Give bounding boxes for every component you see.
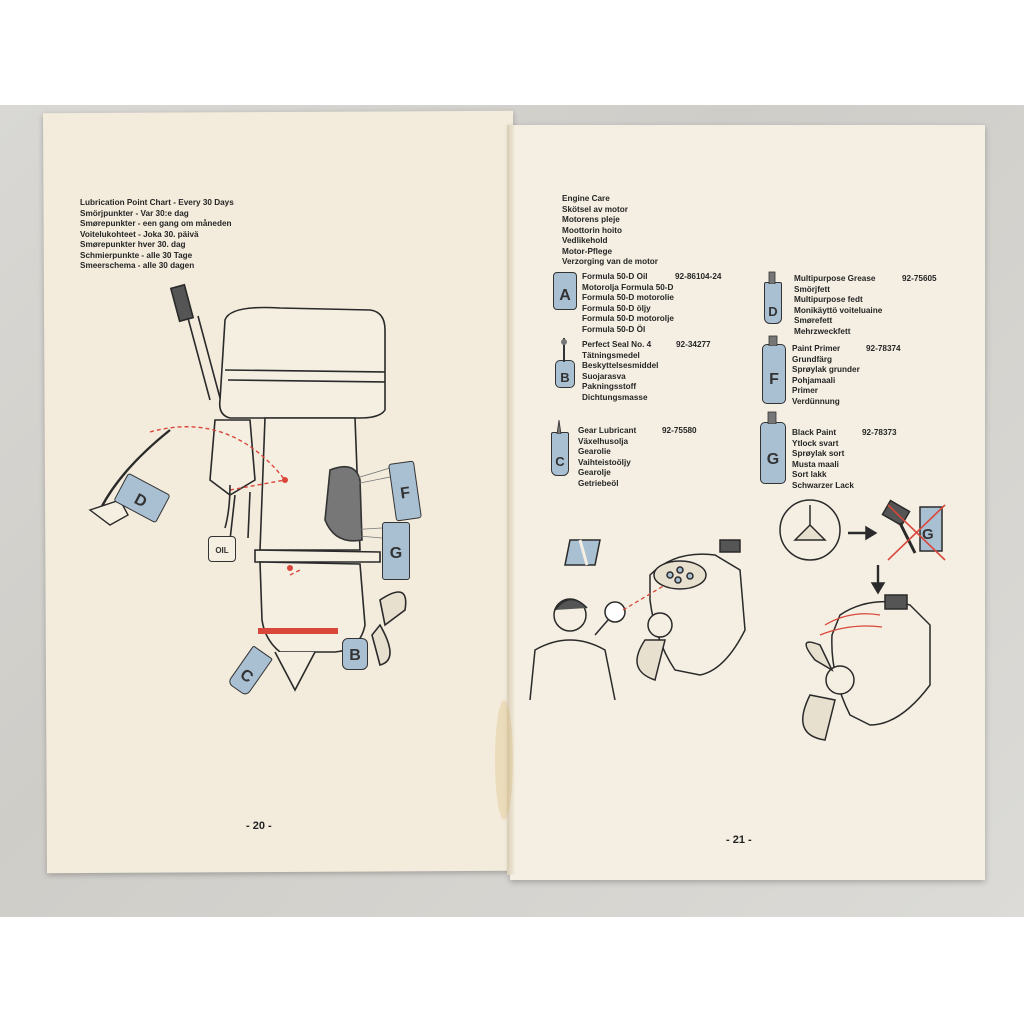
lubrication-heading: Lubrication Point Chart - Every 30 Days … <box>80 198 234 272</box>
tube-cap-icon <box>768 271 776 284</box>
brush-applicator-icon <box>561 338 567 362</box>
seal-can-b: B <box>555 360 575 388</box>
spray-nozzle-icon <box>768 335 778 346</box>
product-line: Multipurpose Grease <box>794 274 876 283</box>
product-line: Monikäyttö voiteluaine <box>794 305 883 315</box>
heading-line: Moottorin hoito <box>562 225 623 235</box>
heading-line: Skötsel av motor <box>562 204 628 214</box>
heading-line: Smeerschema - alle 30 dagen <box>80 261 195 270</box>
oil-can-a: A <box>553 272 577 310</box>
can-letter: B <box>349 647 361 664</box>
spray-can-f: F <box>762 344 786 404</box>
product-line: Formula 50-D motorolje <box>582 314 674 323</box>
heading-line: Smörjpunkter - Var 30:e dag <box>80 208 189 218</box>
product-line: Sort lakk <box>792 470 827 479</box>
product-line: Smørefett <box>794 316 833 325</box>
product-code-c: 92-75580 <box>662 426 697 435</box>
product-line: Perfect Seal No. 4 <box>582 340 652 349</box>
heading-line: Engine Care <box>562 194 610 203</box>
product-code-a: 92-86104-24 <box>675 272 722 281</box>
product-line: Ytlock svart <box>792 438 839 448</box>
product-line: Sprøylak grunder <box>792 365 860 374</box>
heading-line: Schmierpunkte - alle 30 Tage <box>80 250 193 260</box>
product-line: Formula 50-D Öl <box>582 324 646 334</box>
product-a-text: Formula 50-D Oil Motorolja Formula 50-D … <box>582 272 674 335</box>
oil-label: OIL <box>215 546 229 555</box>
gear-lube-tube-c: C <box>551 432 569 476</box>
heading-line: Voitelukohteet - Joka 30. päivä <box>80 229 199 239</box>
product-line: Motorolja Formula 50-D <box>582 282 674 292</box>
product-line: Gearolie <box>578 447 611 456</box>
product-line: Grundfärg <box>792 354 833 364</box>
page-number-left: - 20 - <box>246 820 272 832</box>
product-line: Pakningsstoff <box>582 382 637 391</box>
product-b-text: Perfect Seal No. 4 Tätningsmedel Beskytt… <box>582 340 658 403</box>
can-letter: F <box>399 484 412 503</box>
paint-touchup-illustration <box>779 499 946 741</box>
heading-line: Vedlikehold <box>562 236 608 245</box>
product-line: Formula 50-D Oil <box>582 272 648 281</box>
outboard-motor-illustration <box>88 283 407 692</box>
product-line: Gear Lubricant <box>578 426 637 435</box>
product-line: Gearolje <box>578 468 611 477</box>
can-letter: G <box>389 545 403 562</box>
can-letter: A <box>559 287 571 304</box>
product-code-d: 92-75605 <box>902 274 937 283</box>
seal-can-b: B <box>342 638 368 670</box>
product-line: Primer <box>792 386 818 395</box>
product-code-g: 92-78373 <box>862 428 897 437</box>
spray-nozzle-icon <box>767 411 777 424</box>
product-line: Mehrzweckfett <box>794 326 851 336</box>
can-letter: D <box>768 304 778 319</box>
product-line: Sprøylak sort <box>792 449 845 458</box>
product-line: Getriebeöl <box>578 478 619 488</box>
tube-nozzle-icon <box>556 420 562 434</box>
grease-tube-d: D <box>764 282 782 324</box>
product-c-text: Gear Lubricant Växelhusolja Gearolie Vai… <box>578 426 636 489</box>
product-code-f: 92-78374 <box>866 344 901 353</box>
product-line: Formula 50-D motorolie <box>582 293 674 302</box>
heading-line: Smørepunkter hver 30. dag <box>80 240 186 249</box>
product-line: Schwarzer Lack <box>792 480 854 490</box>
heading-line: Lubrication Point Chart - Every 30 Days <box>80 198 234 207</box>
page-fold <box>507 125 515 875</box>
oil-bottle: OIL <box>208 536 236 562</box>
product-line: Smörjfett <box>794 284 830 294</box>
can-letter: B <box>560 370 570 385</box>
product-line: Pohjamaali <box>792 375 836 385</box>
product-line: Suojarasva <box>582 371 626 381</box>
spray-can-g: G <box>760 422 786 484</box>
can-letter: C <box>555 454 565 469</box>
product-line: Multipurpose fedt <box>794 295 863 304</box>
can-letter: G <box>766 451 780 468</box>
right-page <box>510 125 985 880</box>
product-line: Tätningsmedel <box>582 350 640 360</box>
inspection-illustration <box>529 539 746 701</box>
can-letter: F <box>769 371 779 388</box>
product-line: Black Paint <box>792 428 837 437</box>
product-line: Musta maali <box>792 459 839 469</box>
paper-stain <box>495 700 513 820</box>
can-letter: G <box>922 526 934 543</box>
product-code-b: 92-34277 <box>676 340 711 349</box>
product-line: Växelhusolja <box>578 436 629 446</box>
product-line: Dichtungsmasse <box>582 392 648 402</box>
product-line: Beskyttelsesmiddel <box>582 361 659 370</box>
product-g-text: Black Paint Ytlock svart Sprøylak sort M… <box>792 428 854 491</box>
spray-can-g: G <box>382 522 410 580</box>
page-number-right: - 21 - <box>726 834 752 846</box>
product-d-text: Multipurpose Grease Smörjfett Multipurpo… <box>794 274 882 337</box>
product-line: Paint Primer <box>792 344 841 353</box>
heading-line: Motorens pleje <box>562 215 620 224</box>
engine-care-heading: Engine Care Skötsel av motor Motorens pl… <box>562 194 658 268</box>
heading-line: Smørepunkter - een gang om måneden <box>80 219 232 228</box>
product-line: Formula 50-D öljy <box>582 303 651 313</box>
heading-line: Motor-Pflege <box>562 246 613 256</box>
product-line: Vaihteistoöljy <box>578 457 631 467</box>
product-f-text: Paint Primer Grundfärg Sprøylak grunder … <box>792 344 860 407</box>
product-line: Verdünnung <box>792 396 840 406</box>
heading-line: Verzorging van de motor <box>562 257 658 266</box>
